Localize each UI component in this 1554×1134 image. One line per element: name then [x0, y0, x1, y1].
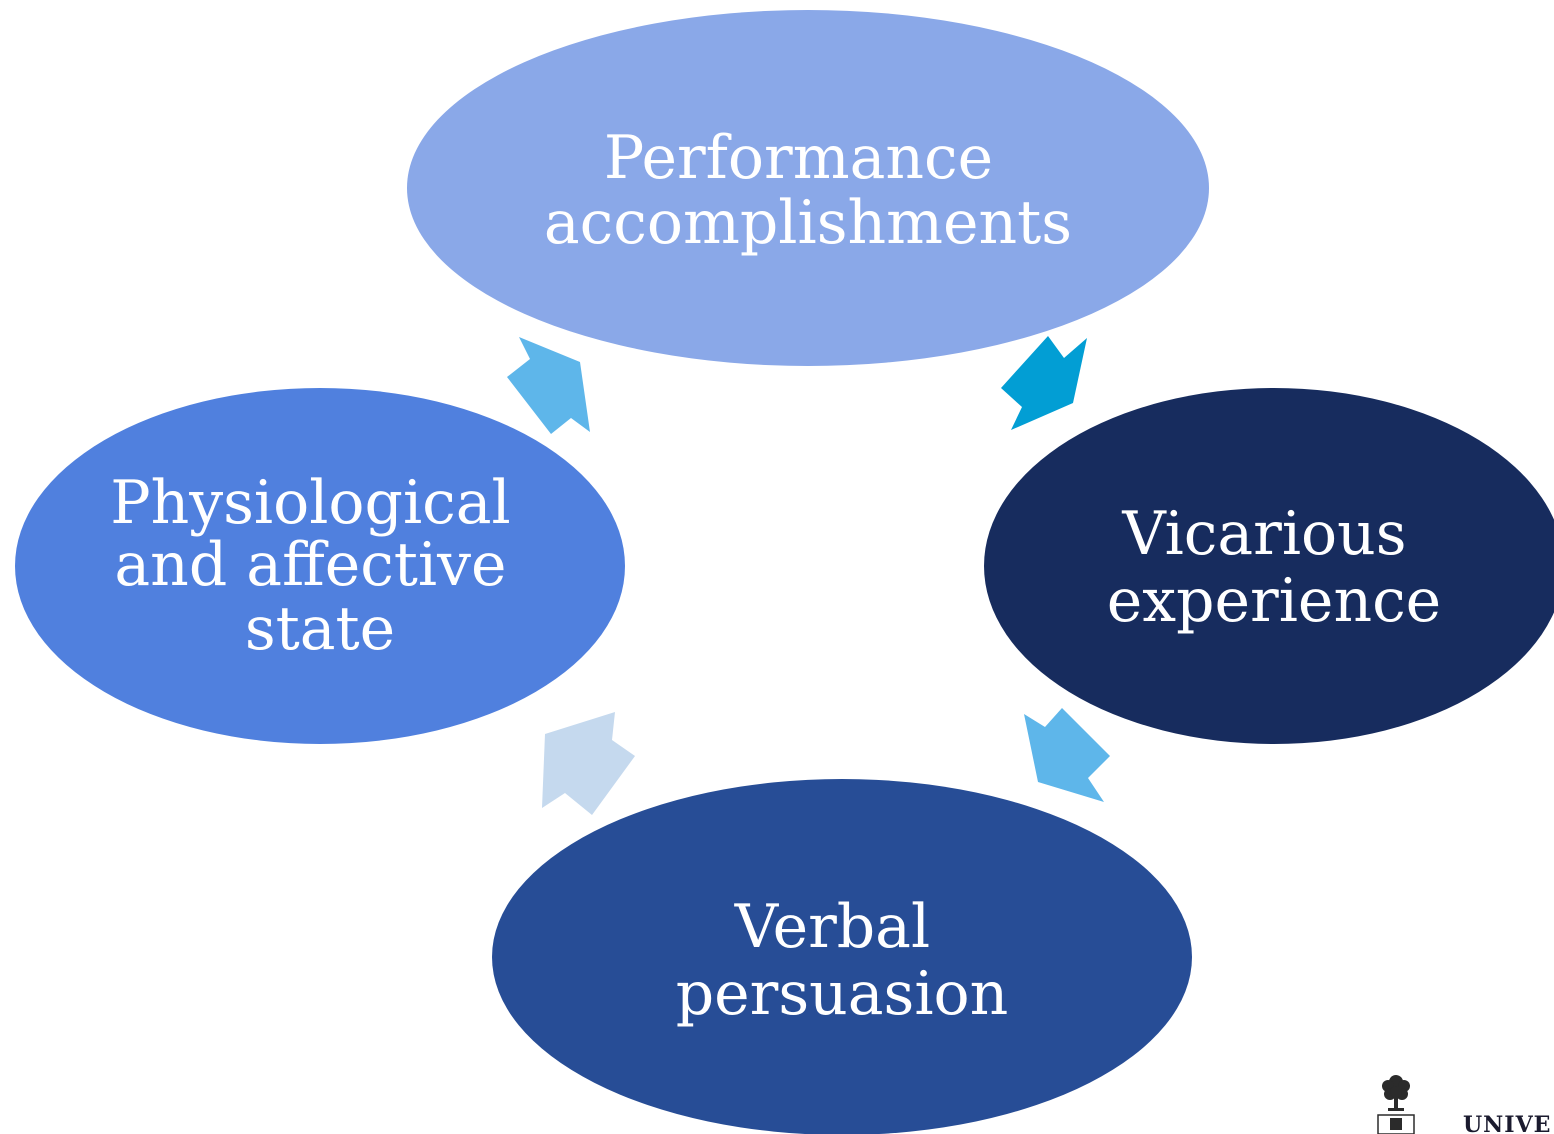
node-label-line: and affective — [114, 530, 506, 600]
node-label-line: persuasion — [676, 959, 1009, 1029]
university-logo: UNIVE — [1366, 1070, 1554, 1134]
node-ellipse — [984, 388, 1554, 744]
arrow-shape — [1024, 708, 1110, 802]
node-ellipse — [407, 10, 1209, 366]
node-label-line: Performance — [604, 123, 993, 193]
node-performance-accomplishments: Performance accomplishments — [407, 10, 1209, 366]
node-label-line: state — [245, 594, 395, 664]
node-ellipse — [492, 779, 1192, 1134]
node-vicarious-experience: Vicarious experience — [984, 388, 1554, 744]
node-verbal-persuasion: Verbal persuasion — [492, 779, 1192, 1134]
svg-text:Physiological and affe: Physiological and affective state — [110, 468, 530, 664]
svg-text:Verbal persuasion: Verbal persuasion — [676, 892, 1009, 1029]
arrow-shape — [507, 337, 590, 434]
svg-text:Performance accomplish: Performance accomplishments — [544, 123, 1072, 258]
tree-crest-icon — [1377, 1075, 1415, 1134]
node-label-line: Vicarious — [1121, 499, 1406, 569]
node-label-line: Verbal — [734, 892, 930, 962]
logo-text: UNIVE — [1463, 1112, 1552, 1134]
node-label-line: experience — [1107, 566, 1441, 636]
node-ellipse — [15, 388, 625, 744]
node-label-line: accomplishments — [544, 188, 1072, 258]
node-label-line: Physiological — [110, 468, 511, 538]
arrow-performance-to-vicarious — [1001, 336, 1087, 430]
svg-text:Vicarious experience: Vicarious experience — [1107, 499, 1441, 636]
arrow-shape — [1001, 336, 1087, 430]
arrow-vicarious-to-verbal — [1024, 708, 1110, 802]
node-physiological-affective-state: Physiological and affective state — [15, 388, 625, 744]
arrow-verbal-to-physiological — [542, 712, 635, 815]
arrow-shape — [542, 712, 635, 815]
arrow-physiological-to-performance — [507, 337, 590, 434]
